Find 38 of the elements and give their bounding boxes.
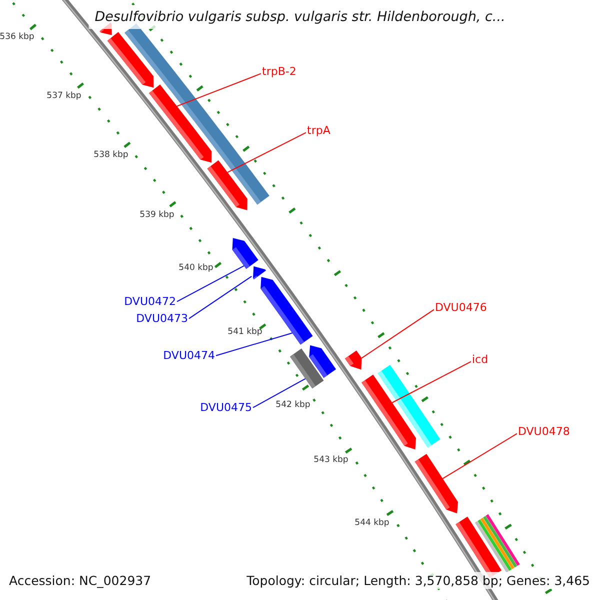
- gene-label: DVU0474: [163, 349, 215, 362]
- tick-label: 537 kbp: [46, 90, 82, 102]
- leader-line: [227, 132, 306, 173]
- gene-feature: [260, 276, 313, 345]
- gene-label: trpB-2: [262, 65, 296, 78]
- gene-label: icd: [472, 353, 488, 366]
- genome-summary-text: Topology: circular; Length: 3,570,858 bp; Genes: 3,465: [244, 572, 592, 589]
- gene-feature: [149, 84, 212, 163]
- leader-line: [392, 361, 472, 404]
- gene-feature: [309, 345, 336, 378]
- tick-label: 539 kbp: [140, 210, 174, 220]
- leader-line: [216, 332, 293, 356]
- gene-feature: [378, 364, 440, 448]
- leader-line: [361, 309, 434, 359]
- tick-label: 540 kbp: [178, 262, 214, 274]
- tick-label: 543 kbp: [314, 454, 348, 466]
- leader-line: [176, 73, 262, 107]
- tick-label: 536 kbp: [0, 32, 34, 42]
- gene-feature: [414, 454, 458, 514]
- leader-line: [252, 378, 306, 408]
- tick-label: 538 kbp: [94, 150, 128, 160]
- gene-label: DVU0472: [124, 295, 176, 308]
- gene-feature: [232, 238, 258, 269]
- leader-line: [176, 265, 244, 302]
- gene-feature: [207, 160, 248, 210]
- gene-feature: [252, 266, 266, 280]
- gene-feature: [344, 350, 362, 370]
- gene-feature: [107, 32, 154, 88]
- leader-line: [442, 433, 518, 480]
- gene-label: DVU0478: [518, 425, 570, 438]
- tick-label: 544 kbp: [354, 518, 390, 528]
- gene-label: DVU0475: [200, 401, 252, 414]
- gene-label: DVU0476: [435, 301, 487, 314]
- tick-label: 542 kbp: [276, 400, 310, 410]
- gene-label: DVU0473: [136, 312, 188, 326]
- tick-label: 541 kbp: [228, 326, 262, 338]
- gene-label: trpA: [307, 124, 330, 138]
- leader-line: [188, 276, 252, 320]
